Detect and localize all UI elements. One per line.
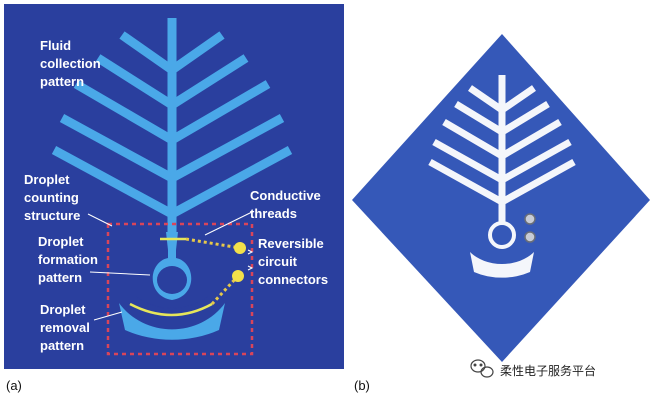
label-reversible-connectors: Reversible circuit connectors [258, 236, 328, 287]
panel-b: (b) [352, 34, 650, 393]
device-droplet-structure [470, 221, 534, 278]
label-conductive-threads: Conductive threads [250, 188, 324, 221]
label-droplet-counting: Droplet counting structure [24, 172, 83, 223]
watermark: 柔性电子服务平台 [470, 359, 596, 378]
label-droplet-formation: Droplet formation pattern [38, 234, 102, 285]
label-fluid-collection: Fluid collection pattern [40, 38, 104, 89]
device-channel-pattern [428, 75, 576, 222]
droplet-formation-structure [152, 232, 192, 300]
label-droplet-removal: Droplet removal pattern [40, 302, 94, 353]
fluid-collection-tree [51, 18, 293, 232]
leader-lines [87, 211, 254, 321]
thread-dotted-lower [210, 274, 240, 306]
wechat-icon [470, 359, 494, 378]
watermark-text: 柔性电子服务平台 [500, 363, 596, 378]
panel-b-label: (b) [354, 378, 370, 393]
connector-dot-upper [234, 242, 246, 254]
panel-a: Fluid collection pattern Droplet countin… [4, 4, 344, 393]
droplet-removal-arc [119, 296, 225, 340]
conductive-thread-arc [129, 302, 213, 317]
device-snap-connectors [524, 213, 536, 243]
droplet-counting-box [106, 222, 254, 356]
panel-a-label: (a) [6, 378, 22, 393]
connector-dot-lower [232, 270, 244, 282]
